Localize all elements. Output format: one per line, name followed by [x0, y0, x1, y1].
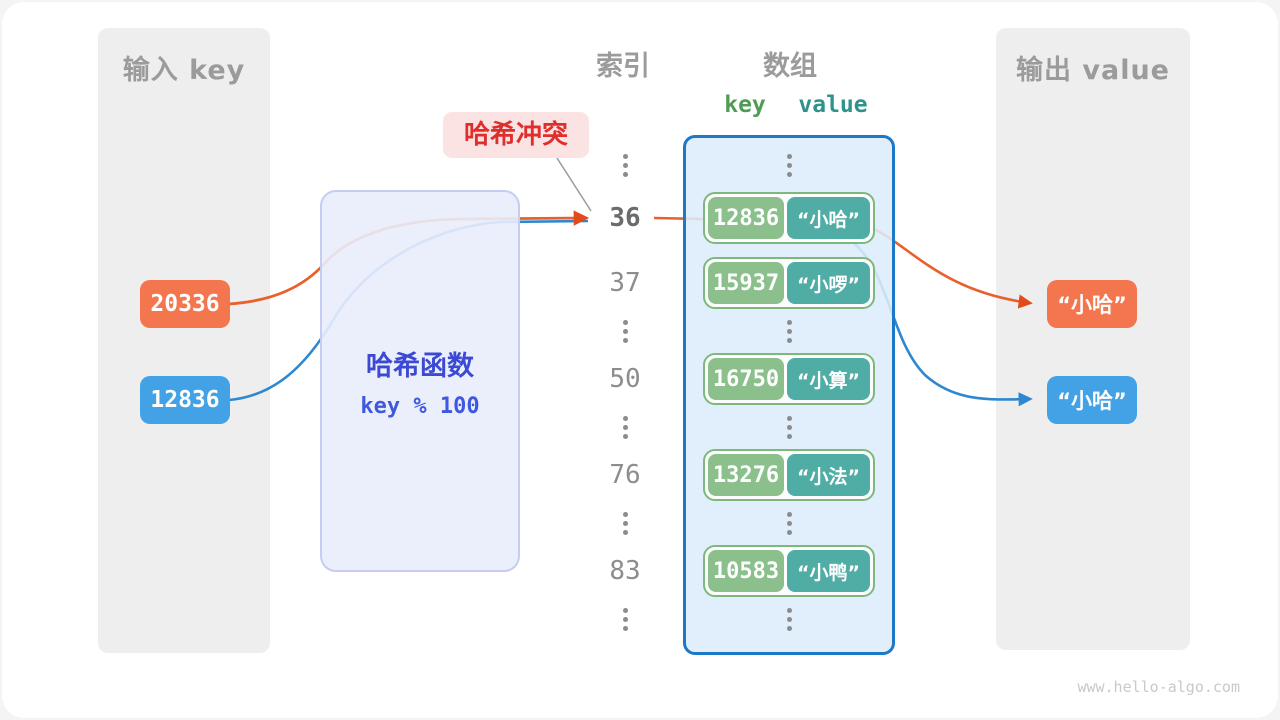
pair-10583: 10583 “小鸭” [703, 545, 875, 597]
hash-function-formula: key % 100 [360, 394, 480, 419]
pair-key: 15937 [708, 262, 784, 304]
hash-collision-label: 哈希冲突 [443, 112, 589, 158]
array-ellipsis [749, 315, 829, 347]
input-panel: 输入 key [98, 28, 270, 653]
pair-value: “小算” [787, 358, 870, 400]
index-ellipsis [585, 411, 665, 443]
pair-value: “小法” [787, 454, 870, 496]
pair-value: “小啰” [787, 262, 870, 304]
key-value-header: key value [703, 92, 883, 120]
array-ellipsis [749, 507, 829, 539]
output-panel: 输出 value [996, 28, 1190, 650]
index-37: 37 [609, 268, 641, 298]
input-key-20336: 20336 [140, 280, 230, 328]
pair-key: 12836 [708, 197, 784, 239]
hash-function-box: 哈希函数 key % 100 [320, 190, 520, 572]
index-50: 50 [609, 364, 641, 394]
array-ellipsis [749, 149, 829, 181]
input-panel-title: 输入 key [122, 55, 246, 86]
pair-13276: 13276 “小法” [703, 449, 875, 501]
array-ellipsis [749, 603, 829, 635]
pair-key: 13276 [708, 454, 784, 496]
value-header-label: value [798, 92, 868, 118]
index-76: 76 [609, 460, 641, 490]
index-83: 83 [609, 556, 641, 586]
pair-key: 10583 [708, 550, 784, 592]
index-column-header: 索引 [596, 51, 650, 82]
input-key-12836: 12836 [140, 376, 230, 424]
index-ellipsis [585, 149, 665, 181]
pair-15937: 15937 “小啰” [703, 257, 875, 309]
output-value-orange: “小哈” [1047, 280, 1137, 328]
index-ellipsis [585, 603, 665, 635]
pair-16750: 16750 “小算” [703, 353, 875, 405]
pair-value: “小哈” [787, 197, 870, 239]
pair-key: 16750 [708, 358, 784, 400]
hash-function-title: 哈希函数 [366, 351, 474, 382]
watermark: www.hello-algo.com [1077, 678, 1240, 696]
pair-value: “小鸭” [787, 550, 870, 592]
pair-12836: 12836 “小哈” [703, 192, 875, 244]
index-36: 36 [609, 203, 641, 233]
array-column-header: 数组 [763, 51, 817, 82]
index-ellipsis [585, 315, 665, 347]
array-ellipsis [749, 411, 829, 443]
index-ellipsis [585, 507, 665, 539]
output-value-blue: “小哈” [1047, 376, 1137, 424]
key-header-label: key [724, 92, 766, 118]
collision-pointer-line [556, 157, 592, 212]
output-panel-title: 输出 value [1015, 55, 1170, 86]
